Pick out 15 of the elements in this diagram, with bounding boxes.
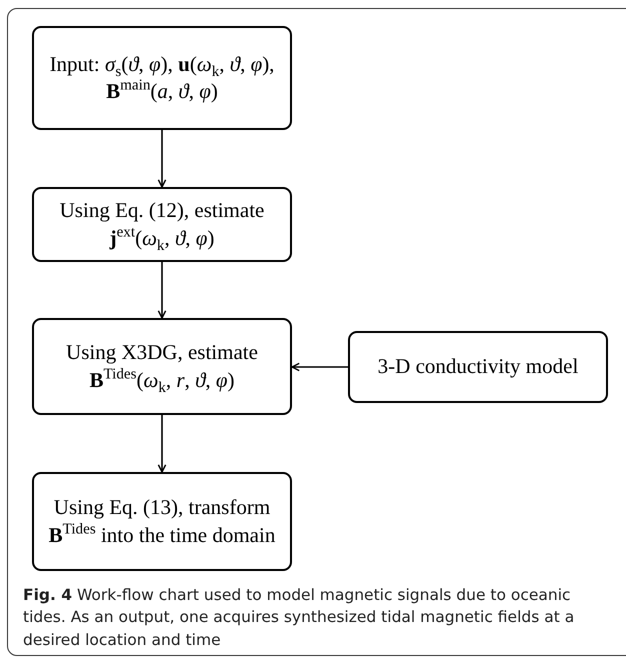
process-box	[32, 187, 292, 262]
arrow	[158, 262, 166, 319]
process-box	[348, 331, 608, 403]
arrow	[291, 362, 348, 372]
arrow	[158, 415, 166, 473]
box-text: Input: σ$_{s}$(ϑ, φ), u(ω$_{k}$, ϑ, φ), B$^{main}$(a, ϑ, φ)	[48, 50, 276, 105]
box-text: Using X3DG, estimate B$^{Tides}$(ω$_{k}$, r, ϑ, φ)	[65, 339, 259, 394]
process-box	[32, 472, 292, 571]
figure-caption: Fig. 4 Work-flow chart used to model magnetic signals due to oceanic tides. As an output, one acquires synthesized tidal magnetic fields at a desired location and time	[23, 585, 576, 651]
arrow	[158, 130, 166, 188]
process-box	[32, 26, 292, 130]
box-text: Using Eq. (13), transform B$^{Tides}$ into the time domain	[48, 494, 276, 548]
box-text: Using Eq. (12), estimate j$^{ext}$(ω$_{k}$, ϑ, φ)	[58, 197, 266, 252]
box-text: 3-D conductivity model	[378, 353, 578, 380]
process-box	[32, 318, 292, 415]
